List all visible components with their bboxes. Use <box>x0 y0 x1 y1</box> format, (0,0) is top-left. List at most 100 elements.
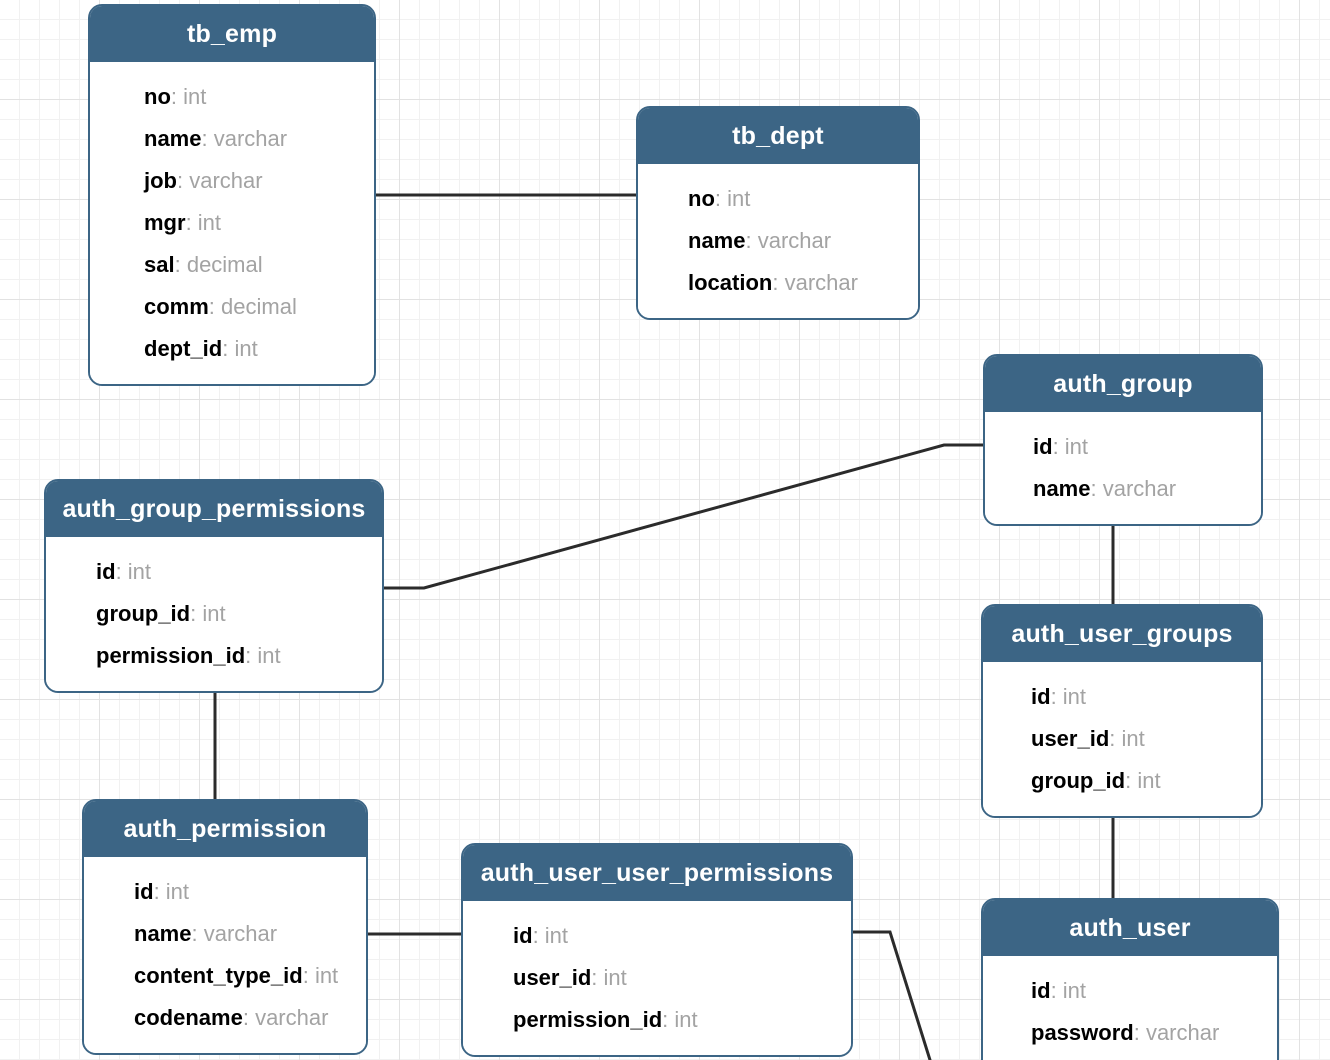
field-row: permission_id: int <box>463 999 851 1041</box>
field-type: int <box>257 643 281 668</box>
field-row: sal: decimal <box>90 244 374 286</box>
field-type: int <box>202 601 226 626</box>
entity-fields-tb_emp: no: int name: varchar job: varchar mgr: … <box>90 62 374 384</box>
field-sep: : <box>1050 978 1063 1003</box>
field-type: varchar <box>784 270 858 295</box>
field-name: group_id <box>1031 768 1126 793</box>
field-name: user_id <box>513 965 592 990</box>
field-sep: : <box>745 228 758 253</box>
field-name: user_id <box>1031 726 1110 751</box>
field-type: int <box>674 1007 698 1032</box>
field-type: int <box>127 559 152 584</box>
field-row: id: int <box>463 915 851 957</box>
field-type: int <box>1121 726 1145 751</box>
entity-auth_group_permissions[interactable]: auth_group_permissions id: int group_id:… <box>44 479 384 693</box>
field-sep: : <box>245 643 258 668</box>
field-row: user_id: int <box>983 718 1261 760</box>
field-sep: : <box>772 270 785 295</box>
field-sep: : <box>201 126 214 151</box>
relationship-edge <box>851 930 932 1060</box>
field-name: name <box>688 228 746 253</box>
field-name: id <box>1033 434 1053 459</box>
field-type: int <box>1062 978 1087 1003</box>
field-row: name: varchar <box>84 913 366 955</box>
field-sep: : <box>591 965 604 990</box>
field-row: user_id: int <box>463 957 851 999</box>
field-sep: : <box>662 1007 675 1032</box>
entity-tb_dept[interactable]: tb_dept no: int name: varchar location: … <box>636 106 920 320</box>
field-row: id: int <box>983 676 1261 718</box>
field-sep: : <box>190 601 203 626</box>
entity-auth_group[interactable]: auth_group id: int name: varchar <box>983 354 1263 526</box>
entity-title-auth_permission: auth_permission <box>84 801 366 857</box>
field-row: group_id: int <box>983 760 1261 802</box>
field-name: id <box>513 923 533 948</box>
entity-fields-auth_user: id: int password: varchar last_login: da… <box>983 956 1277 1060</box>
field-row: name: varchar <box>90 118 374 160</box>
field-type: varchar <box>189 168 263 193</box>
field-type: int <box>314 963 339 988</box>
field-sep: : <box>1090 476 1103 501</box>
entity-tb_emp[interactable]: tb_emp no: int name: varchar job: varcha… <box>88 4 376 386</box>
entity-fields-auth_user_user_permissions: id: int user_id: int permission_id: int <box>463 901 851 1055</box>
field-sep: : <box>222 336 235 361</box>
entity-fields-auth_user_groups: id: int user_id: int group_id: int <box>983 662 1261 816</box>
entity-auth_user[interactable]: auth_user id: int password: varchar last… <box>981 898 1279 1060</box>
field-row: content_type_id: int <box>84 955 366 997</box>
field-row: permission_id: int <box>46 635 382 677</box>
entity-auth_user_groups[interactable]: auth_user_groups id: int user_id: int gr… <box>981 604 1263 818</box>
field-sep: : <box>242 1005 256 1030</box>
field-row: last_login: datetime <box>983 1054 1277 1060</box>
field-type: decimal <box>186 252 263 277</box>
field-row: codename: varchar <box>84 997 366 1039</box>
field-name: permission_id <box>96 643 246 668</box>
field-name: job <box>144 168 177 193</box>
entity-fields-auth_group_permissions: id: int group_id: int permission_id: int <box>46 537 382 691</box>
field-sep: : <box>208 294 222 319</box>
field-type: int <box>544 923 569 948</box>
entity-title-auth_user: auth_user <box>983 900 1277 956</box>
field-name: name <box>144 126 202 151</box>
entity-auth_user_user_permissions[interactable]: auth_user_user_permissions id: int user_… <box>461 843 853 1057</box>
field-type: int <box>727 186 751 211</box>
field-sep: : <box>1050 684 1063 709</box>
field-name: permission_id <box>513 1007 663 1032</box>
relationship-edge <box>382 443 985 590</box>
field-name: password <box>1031 1020 1134 1045</box>
field-row: dept_id: int <box>90 328 374 370</box>
field-name: dept_id <box>144 336 223 361</box>
field-sep: : <box>1109 726 1122 751</box>
entity-auth_permission[interactable]: auth_permission id: int name: varchar co… <box>82 799 368 1055</box>
field-row: location: varchar <box>638 262 918 304</box>
field-sep: : <box>174 252 187 277</box>
field-type: varchar <box>1145 1020 1220 1045</box>
field-sep: : <box>1052 434 1065 459</box>
field-name: sal <box>144 252 175 277</box>
entity-title-auth_group_permissions: auth_group_permissions <box>46 481 382 537</box>
field-row: id: int <box>985 426 1261 468</box>
field-row: group_id: int <box>46 593 382 635</box>
field-name: no <box>688 186 715 211</box>
field-row: name: varchar <box>638 220 918 262</box>
field-name: id <box>1031 684 1051 709</box>
field-type: int <box>165 879 190 904</box>
field-row: name: varchar <box>985 468 1261 510</box>
field-type: varchar <box>213 126 288 151</box>
field-name: no <box>144 84 171 109</box>
field-sep: : <box>177 168 190 193</box>
field-type: decimal <box>221 294 297 319</box>
field-row: mgr: int <box>90 202 374 244</box>
field-name: location <box>688 270 773 295</box>
field-type: int <box>603 965 627 990</box>
field-name: id <box>96 559 116 584</box>
field-type: int <box>1062 684 1087 709</box>
field-sep: : <box>115 559 128 584</box>
field-row: job: varchar <box>90 160 374 202</box>
field-sep: : <box>302 963 315 988</box>
field-sep: : <box>191 921 204 946</box>
field-row: comm: decimal <box>90 286 374 328</box>
entity-fields-tb_dept: no: int name: varchar location: varchar <box>638 164 918 318</box>
field-type: varchar <box>203 921 278 946</box>
entity-fields-auth_group: id: int name: varchar <box>985 412 1261 524</box>
